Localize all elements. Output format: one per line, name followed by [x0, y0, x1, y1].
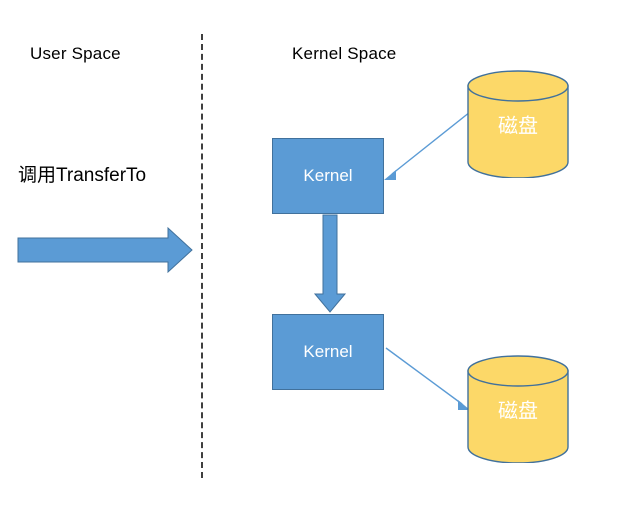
kernel-box-bottom[interactable]: Kernel: [272, 314, 384, 390]
kernel-box-top[interactable]: Kernel: [272, 138, 384, 214]
disk-cylinder-bottom[interactable]: 磁盘: [466, 355, 570, 464]
kernel-space-title: Kernel Space: [292, 44, 397, 63]
cylinder-icon: [467, 355, 569, 464]
syscall-call-name: TransferTo: [56, 165, 146, 187]
user-space-block-arrow: [17, 226, 193, 274]
syscall-call-text: 调用TransferTo: [18, 160, 146, 187]
user-space-title: User Space: [30, 44, 121, 63]
syscall-call-name-text: TransferTo: [56, 165, 147, 186]
kernel-box-top-label: Kernel: [303, 166, 353, 185]
kernel-to-disk-connector-arrow: [385, 347, 470, 410]
user-kernel-divider: [201, 34, 203, 478]
disk-cylinder-top[interactable]: 磁盘: [466, 70, 570, 179]
disk-to-kernel-connector-arrow: [384, 111, 471, 180]
syscall-call-prefix-cn: 调用: [18, 165, 57, 186]
cylinder-icon: [467, 70, 569, 179]
kernel-box-bottom-label: Kernel: [303, 342, 353, 361]
kernel-to-kernel-block-arrow: [313, 214, 347, 313]
